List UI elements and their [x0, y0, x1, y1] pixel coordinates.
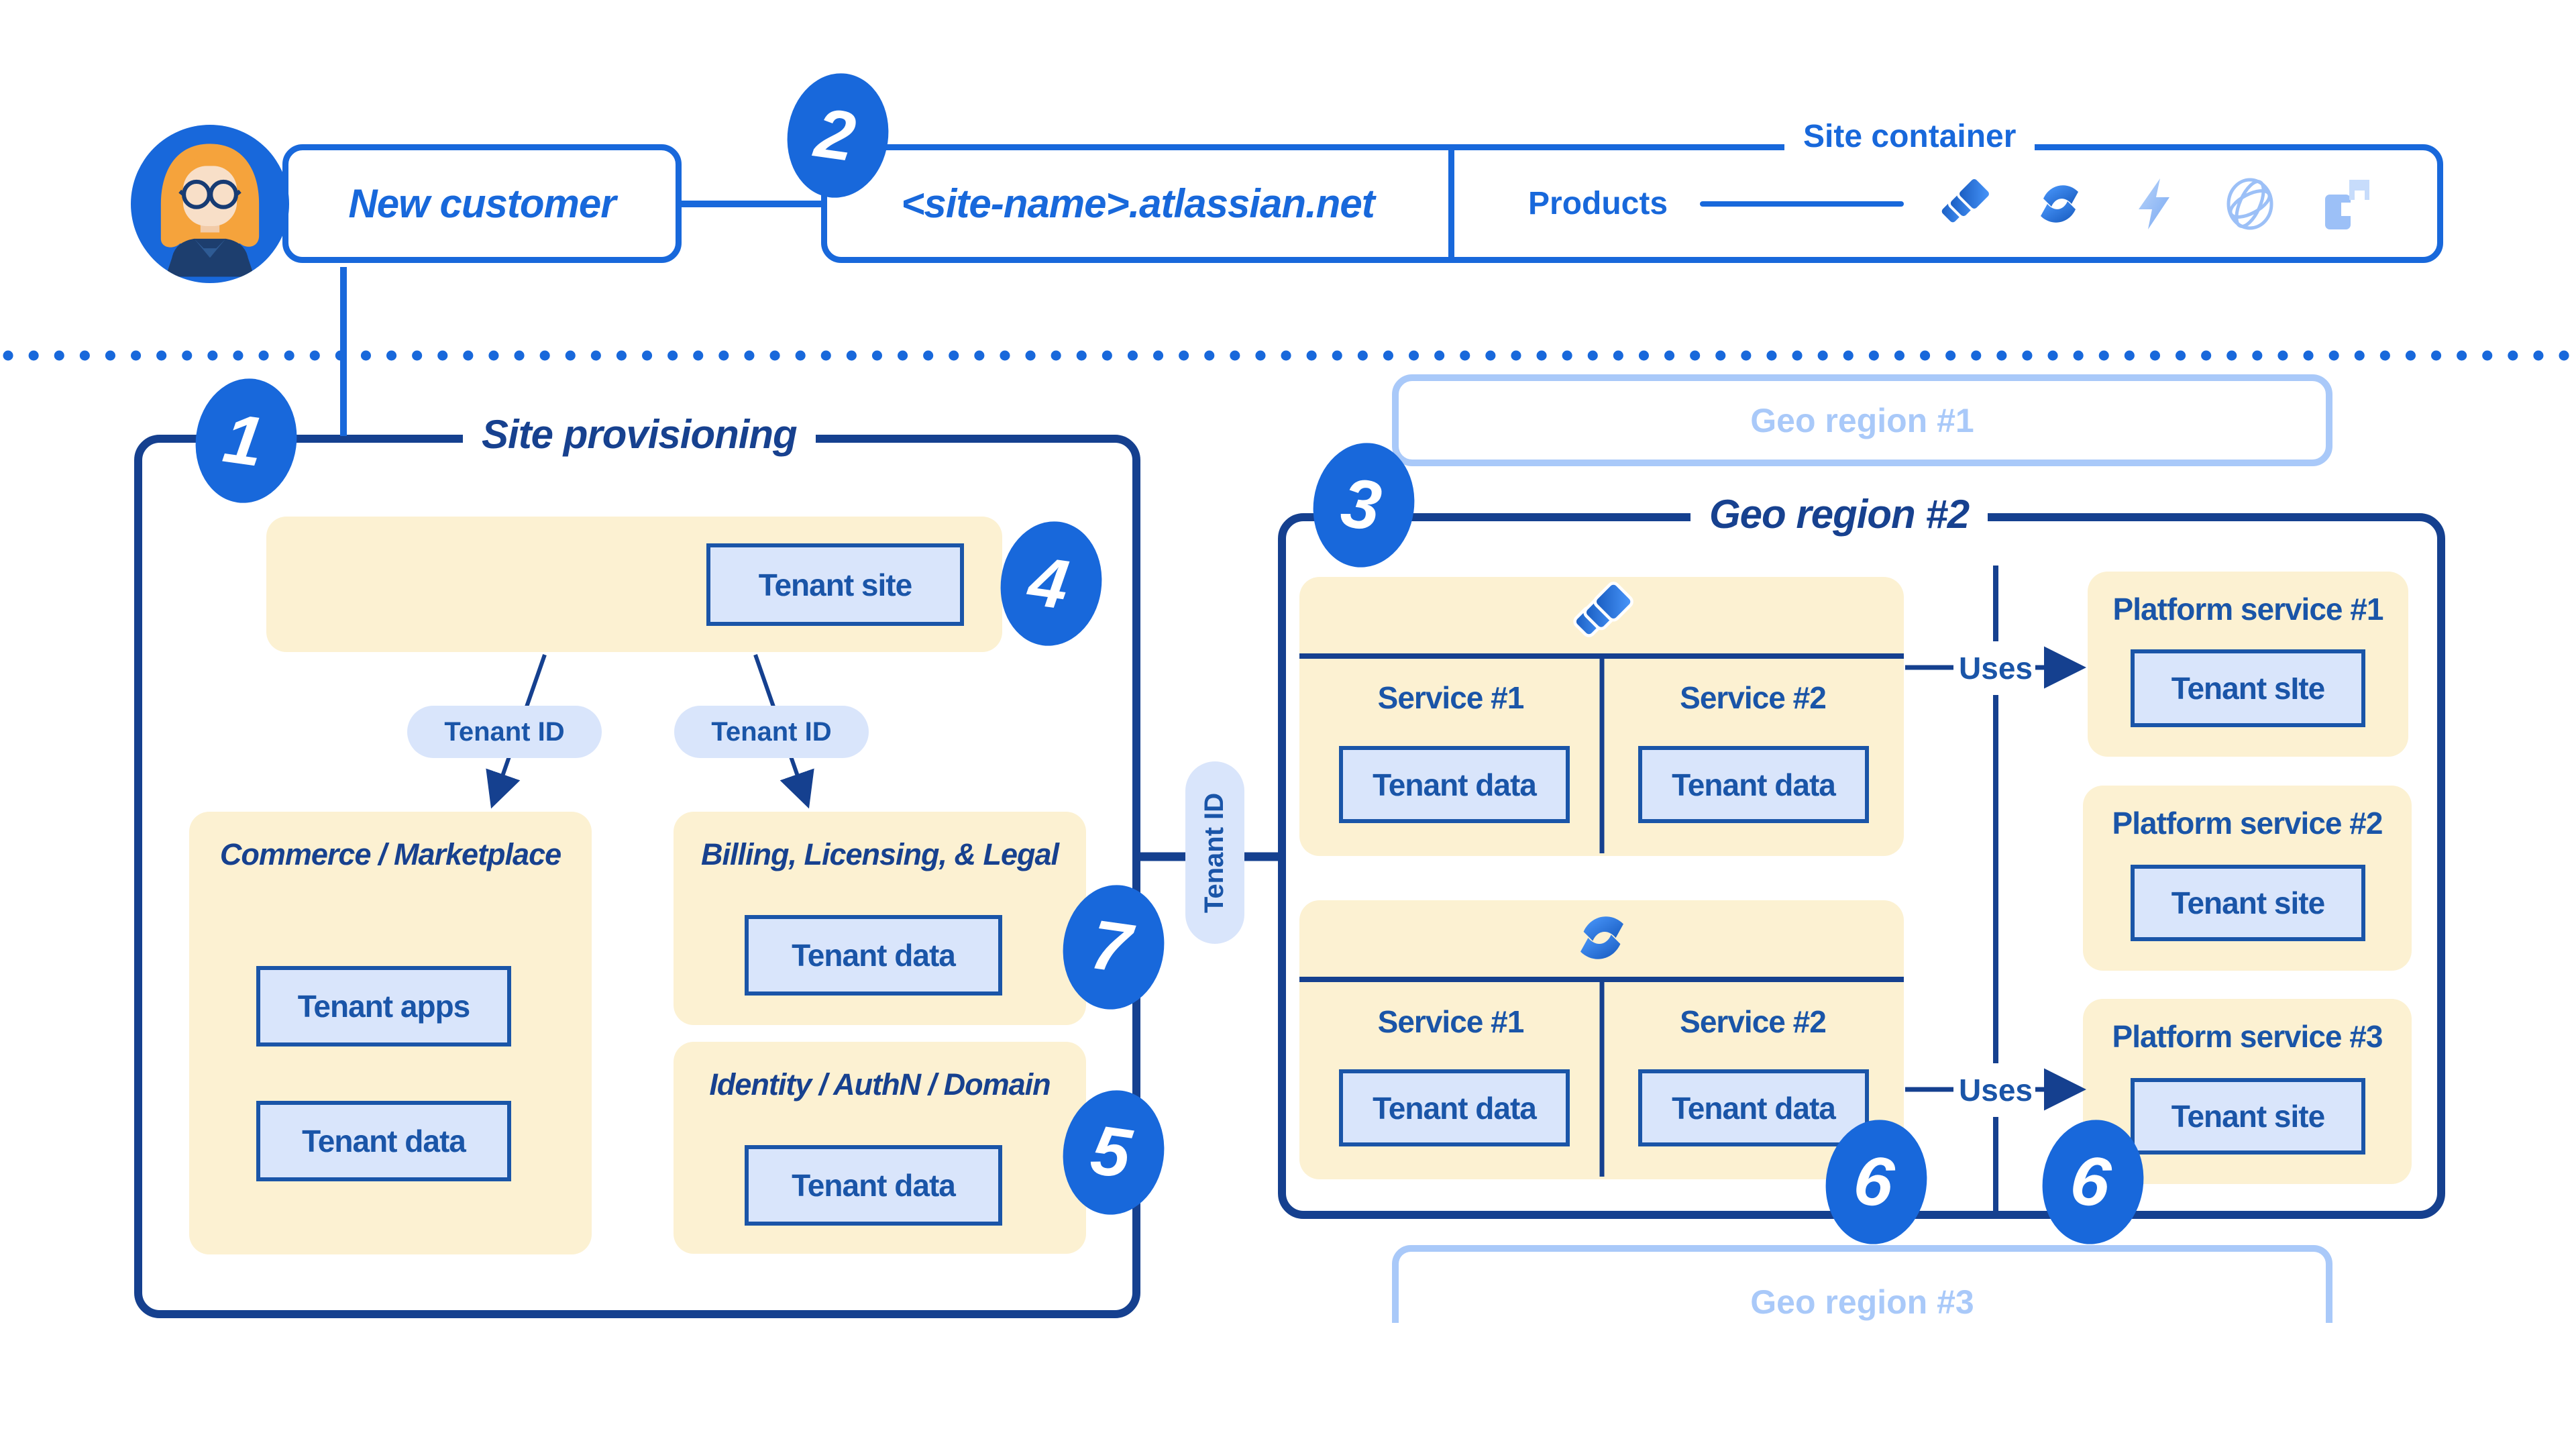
billing-tenant-data-box: Tenant data: [745, 915, 1002, 996]
geo-region-2-title: Geo region #2: [1690, 492, 1988, 537]
confluence-service2-tenant-data-box: Tenant data: [1638, 1069, 1869, 1146]
platform-service-3-title: Platform service #3: [2112, 1019, 2383, 1054]
customer-to-site-line: [682, 201, 821, 207]
products-label: Products: [1528, 186, 1668, 221]
commerce-tenant-apps-box: Tenant apps: [256, 966, 511, 1046]
identity-tenant-data-box: Tenant data: [745, 1145, 1002, 1226]
confluence-icon: [2041, 184, 2078, 223]
jira-service1-label: Service #1: [1377, 680, 1525, 715]
confluence-service1-tenant-data-box: Tenant data: [1339, 1069, 1570, 1146]
platform-service-2-title: Platform service #2: [2112, 806, 2383, 841]
site-container-title: Site container: [1784, 115, 2035, 157]
geo-region-3-box: Geo region #3: [1392, 1245, 2332, 1323]
confluence-service1-label: Service #1: [1377, 1004, 1525, 1039]
geo-region-1-box: Geo region #1: [1392, 374, 2332, 466]
jira-service2-label: Service #2: [1680, 680, 1827, 715]
lightning-icon: [2139, 178, 2169, 229]
geo-region-1-label: Geo region #1: [1750, 401, 1974, 439]
platform-service-1-title: Platform service #1: [2112, 592, 2384, 627]
platform-service-3-tenant-site-box: Tenant site: [2131, 1078, 2365, 1155]
site-provisioning-title: Site provisioning: [463, 412, 816, 457]
identity-authn-domain-title: Identity / AuthN / Domain: [709, 1067, 1051, 1102]
products-line: [1700, 201, 1904, 207]
site-container-node: <site-name>.atlassian.net Products: [821, 144, 2443, 263]
blocks-icon: [2325, 179, 2369, 229]
platform-service-1-tenant-site-box: Tenant sIte: [2131, 649, 2365, 727]
geo-region-3-label: Geo region #3: [1750, 1283, 1974, 1321]
commerce-tenant-data-box: Tenant data: [256, 1101, 511, 1181]
products-cell: Products: [1448, 150, 2437, 257]
tenant-id-connector-pill: Tenant ID: [1185, 761, 1244, 944]
new-customer-node: New customer: [282, 144, 682, 263]
confluence-icon: [1580, 916, 1623, 959]
confluence-service2-label: Service #2: [1680, 1004, 1827, 1039]
jira-service2-tenant-data-box: Tenant data: [1638, 746, 1869, 823]
product-icon-row: [1936, 175, 2373, 232]
jira-service1-tenant-data-box: Tenant data: [1339, 746, 1570, 823]
uses-label-top: Uses: [1956, 641, 2035, 695]
tenant-id-pill-left: Tenant ID: [407, 706, 602, 758]
new-customer-label: New customer: [348, 181, 616, 226]
uses-label-bottom: Uses: [1956, 1063, 2035, 1117]
jira-icon: [1570, 581, 1634, 645]
tenant-id-connector-label: Tenant ID: [1199, 792, 1230, 913]
customer-avatar: [131, 125, 289, 283]
billing-licensing-legal-title: Billing, Licensing, & Legal: [700, 837, 1059, 871]
commerce-marketplace-title: Commerce / Marketplace: [219, 837, 561, 871]
site-url-cell: <site-name>.atlassian.net: [827, 150, 1448, 257]
platform-service-2-tenant-site-box: Tenant site: [2131, 865, 2365, 941]
site-url-label: <site-name>.atlassian.net: [901, 181, 1375, 226]
globe-icon: [2222, 176, 2278, 232]
tenant-id-pill-right: Tenant ID: [674, 706, 869, 758]
registry-tenant-site-box: Tenant site: [706, 543, 964, 626]
jira-icon: [1937, 175, 1992, 227]
